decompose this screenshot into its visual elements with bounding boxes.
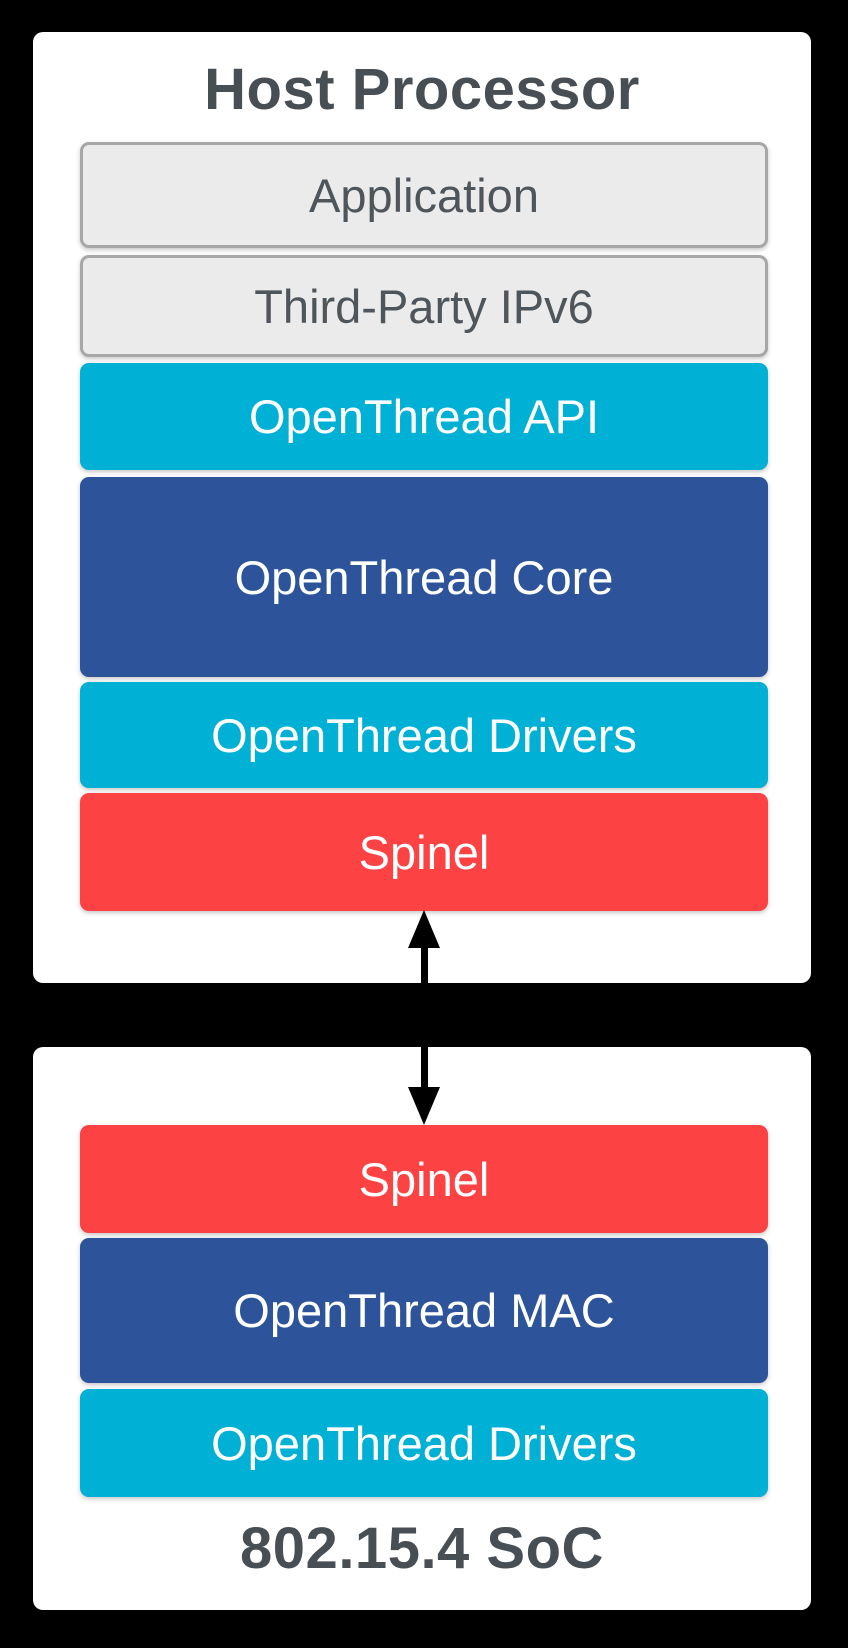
layer-openthread-drivers-soc: OpenThread Drivers — [80, 1389, 768, 1497]
arrow-shaft — [420, 948, 428, 1087]
host-processor-panel: Host Processor Application Third-Party I… — [33, 32, 811, 983]
layer-openthread-core-label: OpenThread Core — [234, 550, 614, 604]
host-soc-connector-arrow — [408, 910, 440, 1125]
host-panel-title: Host Processor — [204, 57, 640, 122]
layer-spinel-soc: Spinel — [80, 1125, 768, 1233]
layer-openthread-api-label: OpenThread API — [248, 390, 600, 443]
layer-openthread-drivers-host: OpenThread Drivers — [80, 682, 768, 788]
layer-openthread-mac-label: OpenThread MAC — [233, 1284, 615, 1337]
arrow-up-icon — [408, 910, 440, 948]
layer-openthread-mac: OpenThread MAC — [80, 1238, 768, 1383]
layer-spinel-soc-label: Spinel — [358, 1152, 490, 1206]
layer-openthread-drivers-soc-label: OpenThread Drivers — [211, 1416, 637, 1470]
layer-application: Application — [80, 142, 768, 248]
layer-third-party-ipv6: Third-Party IPv6 — [80, 255, 768, 357]
layer-spinel-host: Spinel — [80, 793, 768, 911]
layer-openthread-drivers-host-label: OpenThread Drivers — [211, 708, 637, 762]
layer-openthread-core: OpenThread Core — [80, 477, 768, 677]
soc-panel: Spinel OpenThread MAC OpenThread Drivers… — [33, 1047, 811, 1610]
arrow-down-icon — [408, 1087, 440, 1125]
layer-third-party-ipv6-label: Third-Party IPv6 — [254, 279, 594, 333]
layer-application-label: Application — [309, 168, 539, 222]
layer-spinel-host-label: Spinel — [358, 825, 490, 879]
layer-openthread-api: OpenThread API — [80, 363, 768, 470]
soc-panel-title: 802.15.4 SoC — [240, 1516, 604, 1581]
